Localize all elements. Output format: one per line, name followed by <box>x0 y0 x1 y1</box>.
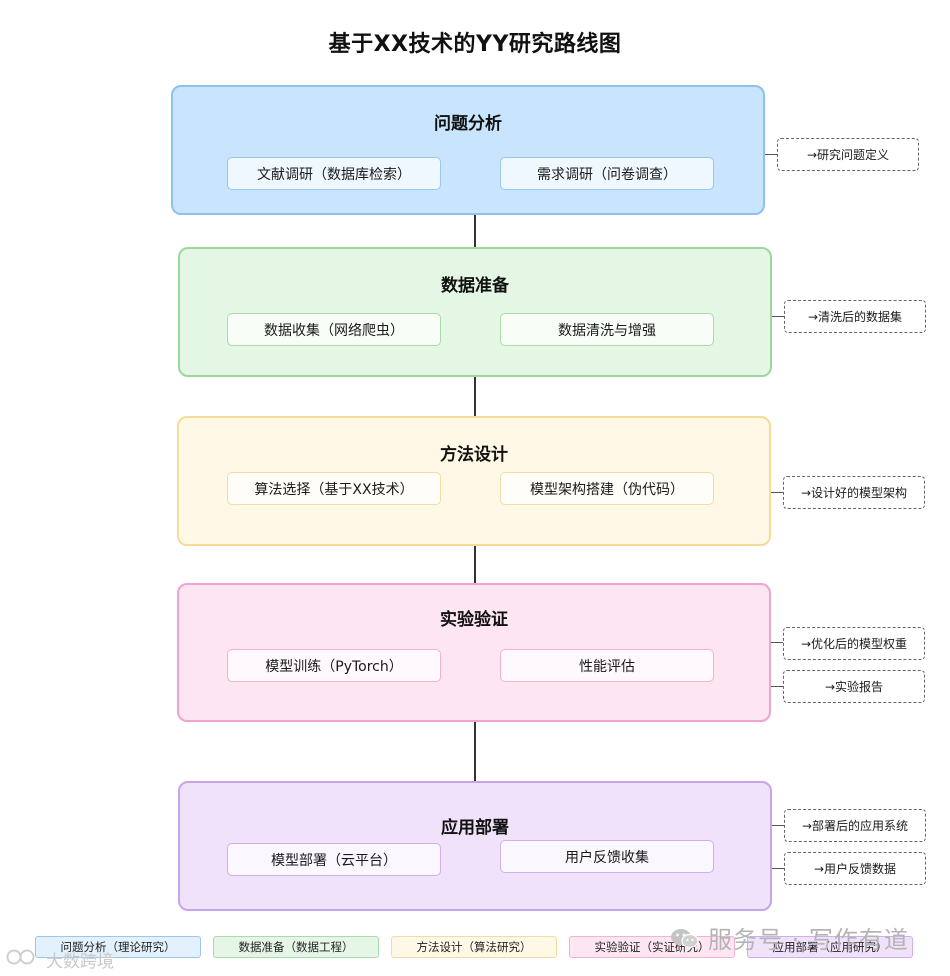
stage-item: 算法选择（基于XX技术） <box>227 472 441 505</box>
diagram-title: 基于XX技术的YY研究路线图 <box>328 32 622 57</box>
stage-problem-analysis: 问题分析 文献调研（数据库检索） 需求调研（问卷调查） <box>171 85 765 215</box>
output-connector <box>772 868 784 869</box>
stage-item: 数据收集（网络爬虫） <box>227 313 441 346</box>
stage-method-design: 方法设计 算法选择（基于XX技术） 模型架构搭建（伪代码） <box>177 416 771 546</box>
stage-item: 需求调研（问卷调查） <box>500 157 714 190</box>
stage-title: 问题分析 <box>434 114 502 134</box>
output-connector <box>771 642 783 643</box>
stage-item: 用户反馈收集 <box>500 840 714 873</box>
output-connector <box>772 316 784 317</box>
output-connector <box>771 686 783 687</box>
stage-item: 文献调研（数据库检索） <box>227 157 441 190</box>
brand-logo-icon <box>6 948 40 971</box>
legend-item-data-preparation: 数据准备（数据工程） <box>213 936 379 958</box>
stage-output: →研究问题定义 <box>777 138 919 171</box>
connector-4-5 <box>474 722 476 782</box>
stage-item: 数据清洗与增强 <box>500 313 714 346</box>
stage-title: 方法设计 <box>440 445 508 465</box>
connector-3-4 <box>474 546 476 584</box>
output-connector <box>771 492 783 493</box>
legend-item-application-deployment: 应用部署（应用研究） <box>747 936 913 958</box>
stage-title: 实验验证 <box>440 610 508 630</box>
stage-output: →用户反馈数据 <box>784 852 926 885</box>
stage-data-preparation: 数据准备 数据收集（网络爬虫） 数据清洗与增强 <box>178 247 772 377</box>
connector-2-3 <box>474 377 476 417</box>
stage-item: 模型架构搭建（伪代码） <box>500 472 714 505</box>
legend-item-problem-analysis: 问题分析（理论研究） <box>35 936 201 958</box>
corner-watermark-text: 大数跨境 <box>46 952 114 972</box>
stage-title: 应用部署 <box>441 818 509 838</box>
legend-item-method-design: 方法设计（算法研究） <box>391 936 557 958</box>
stage-output: →设计好的模型架构 <box>783 476 925 509</box>
stage-item: 性能评估 <box>500 649 714 682</box>
corner-watermark: 大数跨境 <box>6 947 114 972</box>
output-connector <box>765 154 777 155</box>
stage-item: 模型部署（云平台） <box>227 843 441 876</box>
watermark: 服务号 · 写作有道 <box>670 920 909 955</box>
wechat-icon <box>670 927 700 949</box>
stage-output: →清洗后的数据集 <box>784 300 926 333</box>
stage-experiment-validation: 实验验证 模型训练（PyTorch） 性能评估 <box>177 583 771 722</box>
stage-application-deployment: 应用部署 模型部署（云平台） 用户反馈收集 <box>178 781 772 911</box>
watermark-text: 服务号 · 写作有道 <box>708 926 909 954</box>
stage-output: →实验报告 <box>783 670 925 703</box>
stage-item: 模型训练（PyTorch） <box>227 649 441 682</box>
output-connector <box>772 825 784 826</box>
stage-output: →优化后的模型权重 <box>783 627 925 660</box>
stage-title: 数据准备 <box>441 276 509 296</box>
stage-output: →部署后的应用系统 <box>784 809 926 842</box>
connector-1-2 <box>474 214 476 248</box>
